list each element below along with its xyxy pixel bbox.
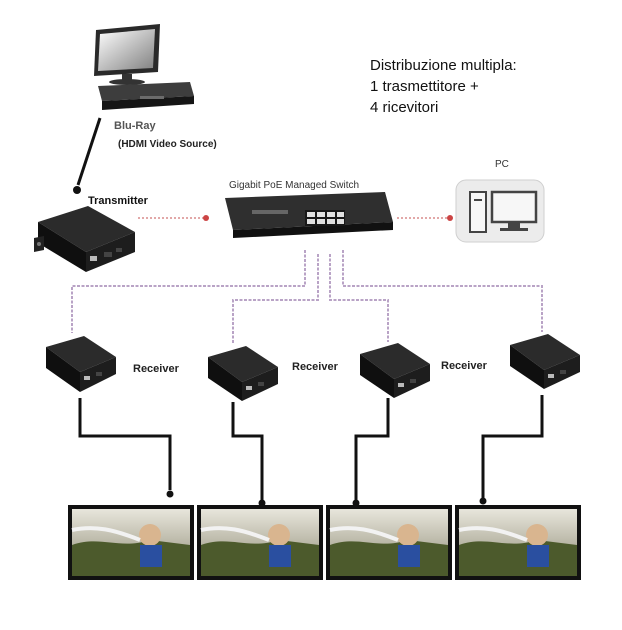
hdmi-cables-displays (78, 395, 544, 500)
transmitter-icon (34, 206, 135, 272)
pc-label: PC (495, 159, 509, 170)
bluray-label: Blu-Ray (114, 120, 156, 132)
pc-icon (455, 179, 545, 243)
monitor-icon (94, 24, 160, 85)
title-line-3: 4 ricevitori (370, 99, 439, 116)
tv-display-2 (197, 505, 323, 580)
title-line-1: Distribuzione multipla: (370, 57, 517, 74)
tv-display-4 (455, 505, 581, 580)
switch-label: Gigabit PoE Managed Switch (229, 180, 360, 191)
receiver-label-1: Receiver (133, 363, 179, 375)
hdmi-cable-source (76, 117, 102, 186)
tv-display-1 (68, 505, 194, 580)
receiver-icon (360, 343, 430, 398)
title-line-2: 1 trasmettitore + (370, 78, 479, 95)
receiver-label-3: Receiver (441, 360, 487, 372)
source-label: (HDMI Video Source) (118, 139, 217, 150)
tv-display-3 (326, 505, 452, 580)
receiver-label-2: Receiver (292, 361, 338, 373)
receiver-icon (208, 346, 278, 401)
transmitter-label: Transmitter (88, 195, 148, 207)
bluray-player-icon (98, 82, 194, 110)
switch-icon (225, 192, 393, 238)
receiver-icon (46, 336, 116, 392)
receiver-icon (510, 334, 580, 389)
network-cables-receivers (71, 250, 543, 343)
